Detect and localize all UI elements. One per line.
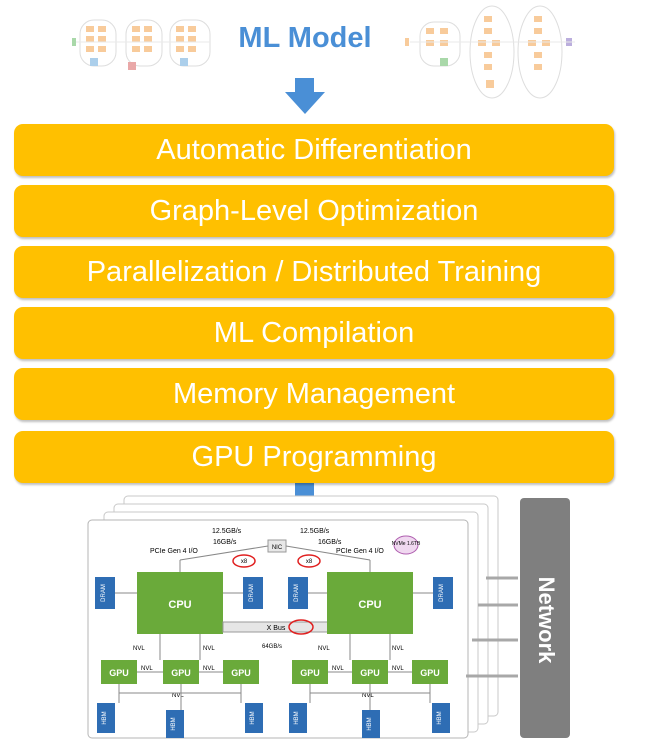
hbm-label-2: HBM [171, 717, 177, 730]
nvl-label-8: NVL [332, 666, 344, 672]
hbm-label-1: HBM [102, 711, 108, 724]
rate-12-right: 12.5GB/s [300, 528, 330, 535]
cpu-label-left: CPU [168, 599, 191, 611]
nvl-label-2: NVL [203, 646, 215, 652]
network-panel: Network [520, 498, 570, 738]
nvl-label-4: NVL [203, 666, 215, 672]
dram-label-1: DRAM [101, 584, 107, 602]
rate-16-left: 16GB/s [213, 539, 237, 546]
gpu-label-3: GPU [231, 668, 251, 678]
gpu-label-5: GPU [360, 668, 380, 678]
layer-memory-management: Memory Management [14, 368, 614, 420]
nic-block: NIC 12.5GB/s 12.5GB/s 16GB/s 16GB/s PCIe… [150, 528, 421, 568]
layer-gpu-programming: GPU Programming [14, 431, 614, 483]
layer-automatic-differentiation: Automatic Differentiation [14, 124, 614, 176]
cpu-socket-left: CPU DRAM DRAM GPU GPU GPU NVL NVL NVL NV… [95, 572, 263, 738]
graph-sketch-right [405, 5, 575, 99]
network-label: Network [534, 577, 559, 665]
dram-label-2: DRAM [249, 584, 255, 602]
dram-label-3: DRAM [294, 584, 300, 602]
nvl-label-10: NVL [362, 693, 374, 699]
dram-label-4: DRAM [439, 584, 445, 602]
gpu-label-2: GPU [171, 668, 191, 678]
nvl-label-3: NVL [141, 666, 153, 672]
pcie-label-left: PCIe Gen 4 I/O [150, 548, 198, 555]
layer-graph-level-optimization: Graph-Level Optimization [14, 185, 614, 237]
nic-label: NIC [272, 545, 283, 551]
rate-64: 64GB/s [262, 644, 282, 650]
interconnect-lines [115, 545, 433, 710]
hbm-label-3: HBM [250, 711, 256, 724]
x8-right: x8 [306, 559, 313, 565]
layer-ml-compilation: ML Compilation [14, 307, 614, 359]
x8-left: x8 [241, 559, 248, 565]
xbus-label: X Bus [267, 625, 286, 632]
gpu-label-6: GPU [420, 668, 440, 678]
hbm-label-4: HBM [294, 711, 300, 724]
cpu-socket-right: CPU DRAM DRAM GPU GPU GPU NVL NVL NVL NV… [288, 572, 453, 738]
rate-12-left: 12.5GB/s [212, 528, 242, 535]
nvl-label-5: NVL [172, 693, 184, 699]
network-links [466, 576, 518, 678]
pcie-label-right: PCIe Gen 4 I/O [336, 548, 384, 555]
nvl-label-1: NVL [133, 646, 145, 652]
layer-parallelization: Parallelization / Distributed Training [14, 246, 614, 298]
gpu-label-4: GPU [300, 668, 320, 678]
hbm-label-6: HBM [437, 711, 443, 724]
nvme-label: NVMe 1.6TB [392, 541, 421, 547]
rate-16-right: 16GB/s [318, 539, 342, 546]
down-arrow-icon [285, 78, 325, 114]
hbm-label-5: HBM [367, 717, 373, 730]
nvl-label-7: NVL [392, 646, 404, 652]
gpu-label-1: GPU [109, 668, 129, 678]
nvl-label-9: NVL [392, 666, 404, 672]
graph-sketch-left [72, 19, 211, 70]
nvl-label-6: NVL [318, 646, 330, 652]
ml-model-title: ML Model [238, 22, 372, 54]
cpu-label-right: CPU [358, 599, 381, 611]
